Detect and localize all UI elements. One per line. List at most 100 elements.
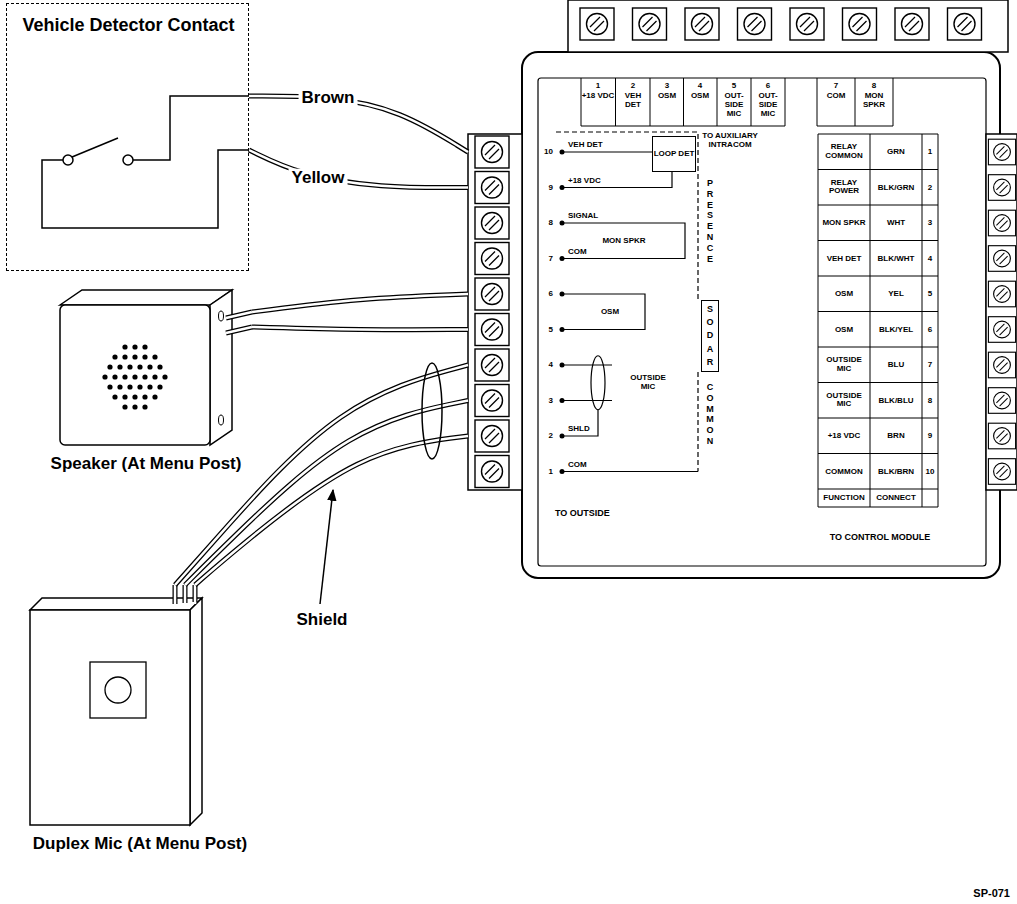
table-cell: BLK/GRN [872, 183, 920, 192]
table-cell: BRN [872, 432, 920, 441]
loop-detector-box: LOOP DET [652, 136, 696, 172]
terminal-strip [468, 134, 522, 490]
pin-name: MON SPKR [857, 92, 891, 110]
pin-number: 1 [581, 82, 615, 91]
grille-hole [147, 364, 152, 369]
pin-number: 5 [717, 82, 751, 91]
grille-hole [137, 384, 142, 389]
wire-line [252, 294, 468, 312]
grille-hole [162, 374, 167, 379]
grille-hole [112, 374, 117, 379]
table-cell: 5 [922, 290, 938, 299]
terminal-screw [988, 139, 1015, 165]
terminal-screw [475, 385, 509, 417]
signal-group: OUTSIDE MIC [624, 374, 672, 392]
table-cell: 1 [922, 148, 938, 157]
signal-name: +18 VDC [568, 176, 638, 185]
speaker-screw [219, 415, 224, 425]
terminal-screw [475, 136, 509, 168]
pin-name: +18 VDC [581, 92, 615, 101]
table-cell: COMMON [820, 467, 868, 476]
grille-hole [152, 394, 157, 399]
terminal-screw [988, 459, 1015, 485]
grille-hole [122, 394, 127, 399]
wire-line [249, 96, 468, 152]
pin-name: OUT-SIDE MIC [717, 92, 751, 118]
terminal-number: 1 [533, 467, 553, 476]
wire-stub [175, 585, 195, 606]
module-note: TO CONTROL MODULE [800, 533, 960, 543]
terminal-screw [790, 8, 824, 40]
wire-line [185, 401, 468, 586]
grille-hole [152, 354, 157, 359]
table-cell: 2 [922, 183, 938, 192]
sodar-box: SODAR [701, 300, 719, 372]
switch-contact [123, 155, 133, 165]
device-label: Duplex Mic (At Menu Post) [33, 835, 247, 854]
switch-wiring [42, 96, 249, 228]
grille-hole [132, 404, 137, 409]
table-cell: YEL [872, 290, 920, 299]
terminal-screw [988, 246, 1015, 272]
signal-group: MON SPKR [596, 236, 652, 245]
terminal-screw [988, 175, 1015, 201]
table-header: FUNCTION [819, 494, 869, 503]
wire [249, 96, 468, 152]
wire-color-label: Brown [299, 89, 358, 108]
table-cell: 10 [922, 467, 938, 476]
table-cell: 7 [922, 361, 938, 370]
terminal-screw [475, 243, 509, 275]
switch-blade [72, 138, 118, 157]
wire-stub [226, 312, 252, 333]
wire-group [175, 96, 468, 585]
wire [249, 150, 468, 188]
vertical-label: PRESENCE [706, 178, 715, 264]
box-title: Vehicle Detector Contact [22, 16, 234, 36]
grille-hole [122, 354, 127, 359]
signal-name: SHLD [568, 425, 608, 434]
table-cell: VEH DET [820, 254, 868, 263]
connection-table-grid [818, 134, 938, 507]
signal-group: OSM [595, 307, 625, 316]
grille-hole [112, 354, 117, 359]
header-grid [581, 78, 893, 126]
grille-hole [142, 344, 147, 349]
grille-hole [132, 374, 137, 379]
grille-hole [142, 354, 147, 359]
grille-hole [107, 364, 112, 369]
table-cell: BLK/BRN [872, 467, 920, 476]
wire-line [175, 365, 468, 585]
drawing-number: SP-071 [973, 887, 1010, 899]
pin-name: VEH DET [616, 92, 650, 110]
wire-line [175, 365, 468, 585]
signal-name: VEH DET [568, 141, 638, 150]
grille-hole [142, 394, 147, 399]
table-cell: 3 [922, 219, 938, 228]
table-cell: RELAY COMMON [820, 143, 868, 161]
wire [185, 401, 468, 586]
wire [175, 365, 468, 585]
shield-loop [422, 363, 442, 459]
pin-name: OSM [650, 92, 684, 101]
terminal-number: 5 [533, 325, 553, 334]
box-label: SODAR [706, 303, 715, 368]
terminal-screw [475, 207, 509, 239]
terminal-screw [948, 8, 982, 40]
table-cell: BLU [872, 361, 920, 370]
terminal-screw [475, 314, 509, 346]
grille-hole [137, 364, 142, 369]
table-cell: MON SPKR [820, 219, 868, 228]
wire-line [185, 401, 468, 586]
grille-hole [107, 384, 112, 389]
signal-name: SIGNAL [568, 212, 638, 221]
table-cell: +18 VDC [820, 432, 868, 441]
terminal-number: 7 [533, 254, 553, 263]
grille-hole [152, 374, 157, 379]
speaker-body [210, 290, 232, 445]
callout-label: Shield [296, 611, 347, 630]
terminal-screw [988, 210, 1015, 236]
grille-hole [157, 364, 162, 369]
pin-name: COM [819, 92, 853, 101]
